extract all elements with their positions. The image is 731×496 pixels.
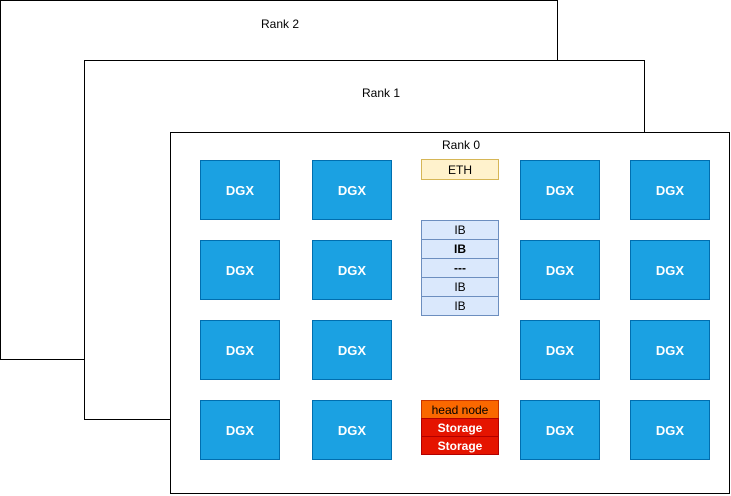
ib-switch-box: IB (421, 277, 499, 297)
dgx-box: DGX (312, 400, 392, 460)
dgx-box: DGX (200, 160, 280, 220)
dgx-box: DGX (312, 320, 392, 380)
dgx-box: DGX (200, 240, 280, 300)
dgx-label: DGX (225, 182, 255, 198)
dgx-label: DGX (337, 182, 367, 198)
dgx-box: DGX (630, 320, 710, 380)
dgx-box: DGX (520, 320, 600, 380)
dgx-label: DGX (337, 262, 367, 278)
dgx-label: DGX (545, 422, 575, 438)
ib-ellipsis-label: --- (454, 261, 466, 275)
dgx-label: DGX (545, 342, 575, 358)
dgx-label: DGX (655, 262, 685, 278)
rank-0-panel: Rank 0 DGX DGX DGX DGX DGX DGX DGX DGX D… (170, 132, 730, 494)
ib-label: IB (454, 280, 466, 294)
rank-0-label: Rank 0 (441, 138, 481, 152)
dgx-label: DGX (655, 342, 685, 358)
infra-stack: head node Storage Storage (421, 400, 499, 455)
dgx-label: DGX (545, 182, 575, 198)
dgx-box: DGX (312, 240, 392, 300)
storage-label: Storage (437, 438, 483, 453)
ib-switch-box: --- (421, 258, 499, 278)
ib-label: IB (454, 299, 466, 313)
dgx-box: DGX (630, 160, 710, 220)
storage-label: Storage (437, 420, 483, 435)
dgx-box: DGX (520, 240, 600, 300)
dgx-box: DGX (520, 160, 600, 220)
rank-2-label: Rank 2 (260, 17, 300, 31)
dgx-label: DGX (655, 422, 685, 438)
eth-label: ETH (448, 162, 472, 177)
ib-switch-box: IB (421, 220, 499, 240)
head-node-box: head node (421, 400, 499, 419)
dgx-box: DGX (520, 400, 600, 460)
ib-label: IB (454, 223, 466, 237)
head-node-label: head node (431, 402, 489, 417)
dgx-box: DGX (630, 400, 710, 460)
storage-box: Storage (421, 418, 499, 437)
dgx-box: DGX (200, 320, 280, 380)
dgx-label: DGX (225, 342, 255, 358)
dgx-box: DGX (630, 240, 710, 300)
ib-switch-box: IB (421, 296, 499, 316)
ib-switch-box: IB (421, 239, 499, 259)
storage-box: Storage (421, 436, 499, 455)
dgx-box: DGX (200, 400, 280, 460)
dgx-label: DGX (655, 182, 685, 198)
ib-label: IB (454, 242, 466, 256)
dgx-label: DGX (225, 262, 255, 278)
dgx-label: DGX (337, 422, 367, 438)
rank-1-label: Rank 1 (361, 86, 401, 100)
dgx-label: DGX (545, 262, 575, 278)
dgx-box: DGX (312, 160, 392, 220)
dgx-label: DGX (225, 422, 255, 438)
eth-switch-box: ETH (421, 159, 499, 180)
ib-switch-stack: IB IB --- IB IB (421, 220, 499, 316)
dgx-label: DGX (337, 342, 367, 358)
